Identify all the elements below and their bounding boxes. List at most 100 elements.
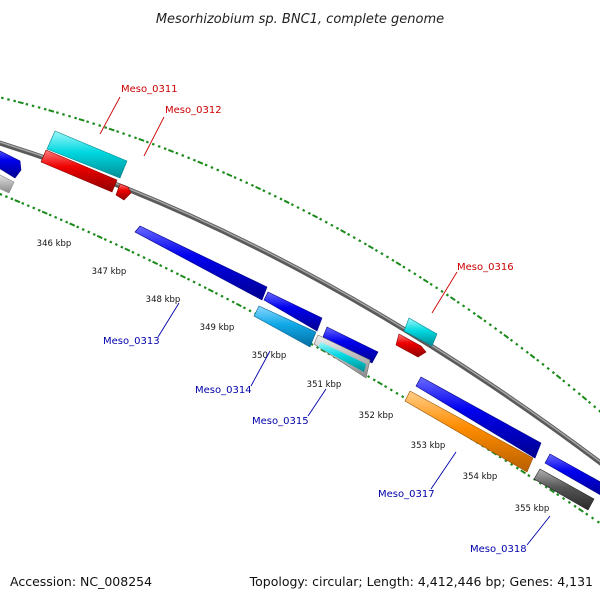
tick-dot bbox=[567, 383, 571, 387]
tick-dash bbox=[503, 333, 510, 339]
tick-dot bbox=[273, 194, 277, 198]
tick-dot bbox=[13, 99, 17, 103]
tick-dot bbox=[59, 218, 63, 222]
tick-dot bbox=[413, 272, 417, 276]
tick-dot bbox=[242, 306, 246, 310]
tick-dot bbox=[92, 122, 96, 126]
tick-dash bbox=[207, 288, 214, 293]
tick-dot bbox=[159, 264, 163, 268]
tick-dot bbox=[395, 391, 399, 395]
gene-arrow-edge-blue[interactable] bbox=[0, 148, 22, 179]
gene-arrow-meso-0311[interactable] bbox=[46, 130, 128, 179]
tick-dash bbox=[283, 199, 290, 204]
tick-label: 347 kbp bbox=[92, 267, 127, 277]
tick-dot bbox=[164, 266, 168, 270]
tick-dot bbox=[330, 223, 334, 227]
leader-line-meso-0316 bbox=[431, 271, 458, 314]
gene-label-meso-0314[interactable]: Meso_0314 bbox=[195, 385, 252, 396]
tick-dash bbox=[17, 100, 24, 105]
tick-dot bbox=[203, 286, 207, 290]
tick-dot bbox=[10, 197, 14, 201]
tick-dot bbox=[472, 311, 476, 315]
leader-line-meso-0311 bbox=[99, 96, 121, 135]
tick-dot bbox=[76, 225, 80, 229]
gene-arrow-meso-0312-part-2[interactable] bbox=[115, 183, 132, 201]
gene-arrow-meso-0316[interactable] bbox=[403, 317, 438, 347]
tick-dot bbox=[515, 466, 519, 470]
tick-dot bbox=[54, 215, 58, 219]
tick-dot bbox=[134, 136, 138, 140]
gene-arrow-meso-0315-stripe bbox=[318, 342, 366, 372]
tick-dot bbox=[352, 236, 356, 240]
gene-arrow-meso-0314[interactable] bbox=[253, 305, 317, 348]
tick-dot bbox=[504, 459, 508, 463]
gene-arrow-blue-right-edge[interactable] bbox=[544, 453, 600, 497]
tick-dot bbox=[250, 183, 254, 187]
tick-dot bbox=[525, 350, 529, 354]
tick-dash bbox=[152, 260, 159, 266]
gene-label-meso-0315[interactable]: Meso_0315 bbox=[252, 416, 309, 427]
gene-label-meso-0317[interactable]: Meso_0317 bbox=[378, 489, 435, 500]
gene-features bbox=[0, 130, 600, 511]
tick-dot bbox=[561, 496, 566, 501]
tick-dot bbox=[279, 197, 283, 201]
tick-dot bbox=[65, 220, 69, 224]
tick-dot bbox=[163, 147, 167, 151]
tick-dot bbox=[220, 294, 224, 298]
tick-dot bbox=[31, 104, 35, 108]
leader-line-meso-0312 bbox=[143, 116, 165, 157]
tick-dot bbox=[366, 375, 371, 379]
gene-label-meso-0318[interactable]: Meso_0318 bbox=[470, 544, 527, 555]
tick-dash bbox=[124, 247, 131, 252]
tick-dot bbox=[418, 275, 422, 279]
tick-dot bbox=[145, 140, 149, 144]
tick-dot bbox=[445, 293, 450, 297]
tick-label: 349 kbp bbox=[200, 323, 235, 333]
accession-text: Accession: NC_008254 bbox=[10, 574, 152, 589]
tick-dot bbox=[391, 258, 395, 262]
tick-label: 346 kbp bbox=[37, 239, 72, 249]
tick-dot bbox=[527, 474, 531, 478]
tick-dash bbox=[226, 172, 233, 178]
tick-dot bbox=[192, 280, 196, 284]
tick-dot bbox=[226, 297, 230, 301]
tick-dot bbox=[324, 220, 328, 224]
tick-dot bbox=[7, 98, 10, 101]
gene-arrow-meso-0317[interactable] bbox=[404, 390, 534, 473]
tick-dot bbox=[440, 289, 444, 293]
tick-dot bbox=[587, 400, 592, 405]
tick-dot bbox=[157, 144, 161, 148]
tick-dash bbox=[255, 185, 262, 191]
tick-label: 351 kbp bbox=[307, 380, 342, 390]
tick-dot bbox=[55, 111, 59, 115]
tick-dot bbox=[577, 392, 581, 396]
gene-label-meso-0312[interactable]: Meso_0312 bbox=[165, 105, 222, 116]
tick-dot bbox=[87, 230, 91, 234]
tick-dot bbox=[0, 192, 3, 196]
gene-label-meso-0311[interactable]: Meso_0311 bbox=[121, 84, 178, 95]
tick-label: 355 kbp bbox=[515, 504, 550, 514]
gene-arrow-blue-352[interactable] bbox=[415, 376, 542, 459]
gene-label-meso-0313[interactable]: Meso_0313 bbox=[103, 336, 160, 347]
leader-line-meso-0313 bbox=[157, 302, 180, 338]
gene-arrow-meso-0316-red[interactable] bbox=[395, 333, 427, 358]
tick-dot bbox=[74, 116, 78, 120]
tick-dot bbox=[538, 481, 543, 485]
tick-label: 348 kbp bbox=[146, 295, 181, 305]
tick-dot bbox=[590, 516, 595, 520]
tick-label: 353 kbp bbox=[411, 441, 446, 451]
tick-dot bbox=[407, 268, 411, 272]
tick-dash bbox=[422, 278, 429, 284]
tick-dot bbox=[62, 113, 65, 116]
tick-dot bbox=[37, 106, 41, 109]
tick-dot bbox=[128, 134, 132, 138]
gene-arrow-meso-0312-part-1[interactable] bbox=[40, 149, 118, 193]
gene-arrow-blue-349[interactable] bbox=[263, 291, 323, 332]
gene-label-meso-0316[interactable]: Meso_0316 bbox=[457, 262, 514, 273]
tick-dash bbox=[48, 109, 55, 113]
gene-arrow-meso-0313[interactable] bbox=[134, 225, 268, 301]
tick-label: 354 kbp bbox=[463, 472, 498, 482]
gene-arrow-meso-0318[interactable] bbox=[533, 468, 595, 511]
gene-arrow-edge-gray[interactable] bbox=[0, 172, 15, 194]
leader-line-meso-0315 bbox=[307, 388, 327, 417]
